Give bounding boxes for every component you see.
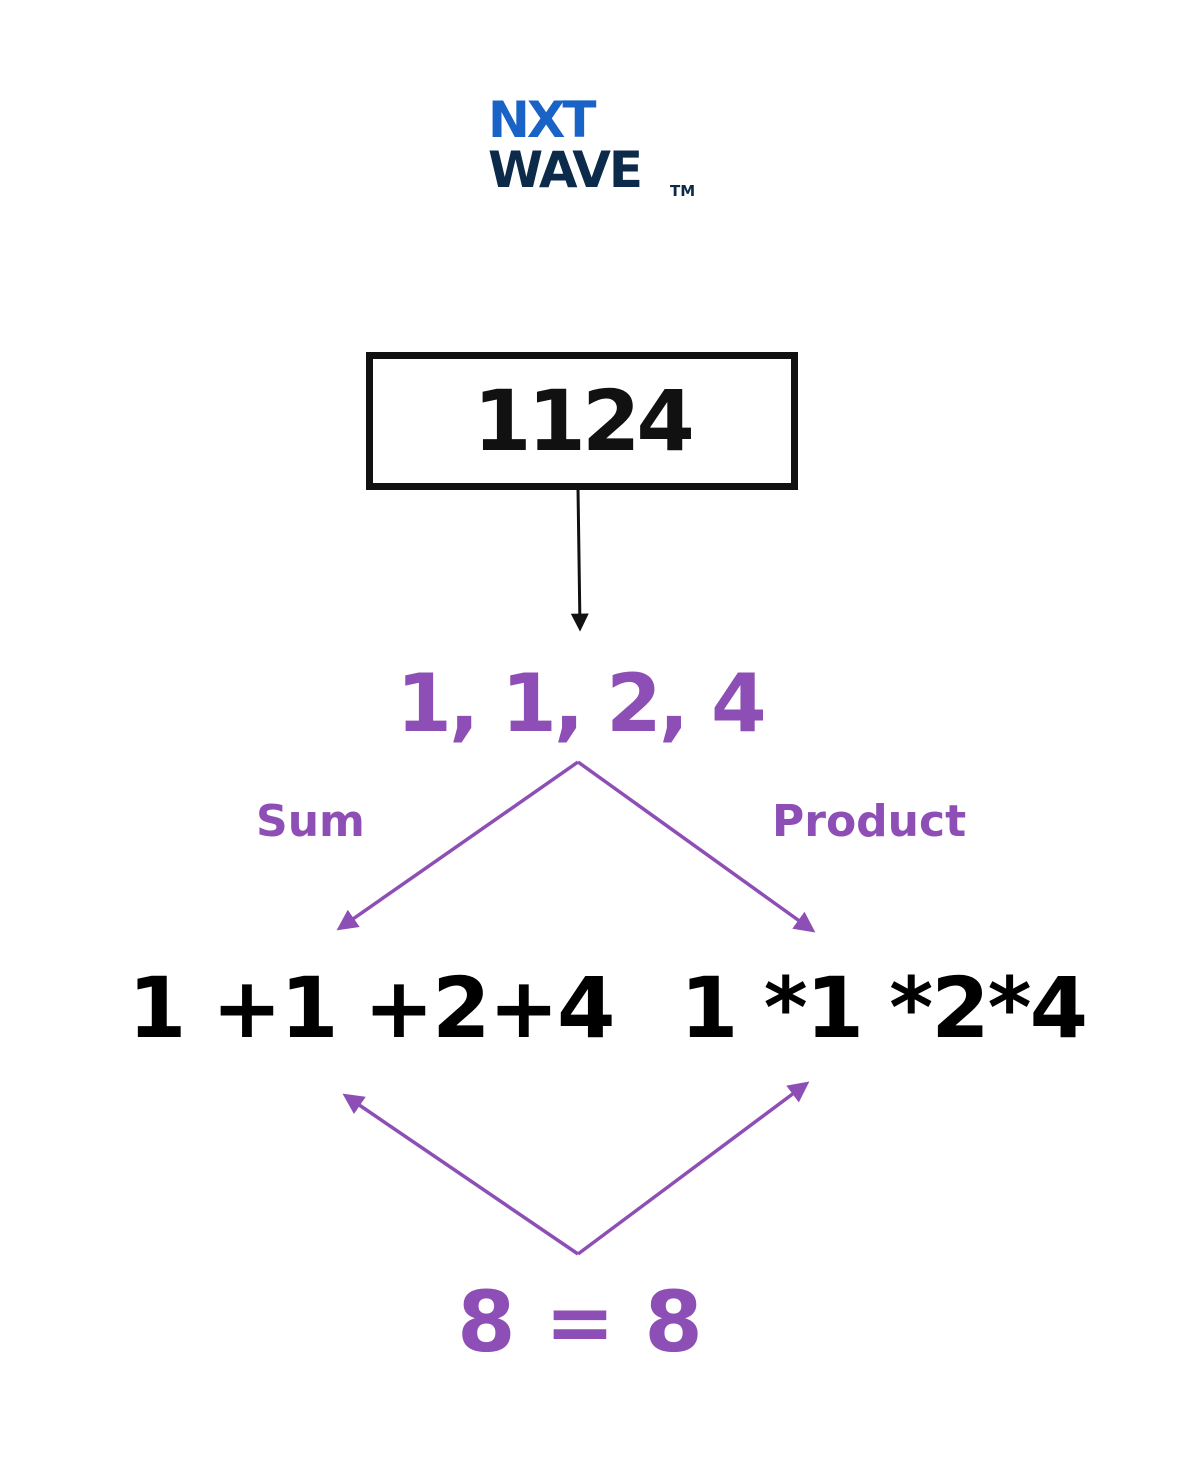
sum-label: Sum — [256, 796, 365, 847]
product-label: Product — [772, 796, 967, 847]
sum-expression: 1 +1 +2+4 — [128, 959, 615, 1057]
arrow-digits-to-sum — [336, 760, 580, 931]
result-equation: 8 = 8 — [457, 1273, 703, 1371]
logo-text-wave: WAVE — [488, 141, 643, 199]
number-box: 1124 — [366, 352, 798, 490]
logo-trademark: TM — [670, 182, 696, 200]
arrow-result-to-sum — [342, 1093, 579, 1256]
product-expression: 1 *1 *2*4 — [680, 959, 1088, 1057]
number-value: 1124 — [473, 372, 695, 470]
nxtwave-logo: NXT WAVE TM — [488, 92, 708, 207]
digits-list: 1, 1, 2, 4 — [396, 657, 766, 750]
arrow-number-to-digits — [570, 487, 589, 632]
arrow-digits-to-product — [576, 760, 816, 933]
arrow-result-to-product — [576, 1081, 810, 1256]
logo-text-nxt: NXT — [488, 91, 597, 149]
